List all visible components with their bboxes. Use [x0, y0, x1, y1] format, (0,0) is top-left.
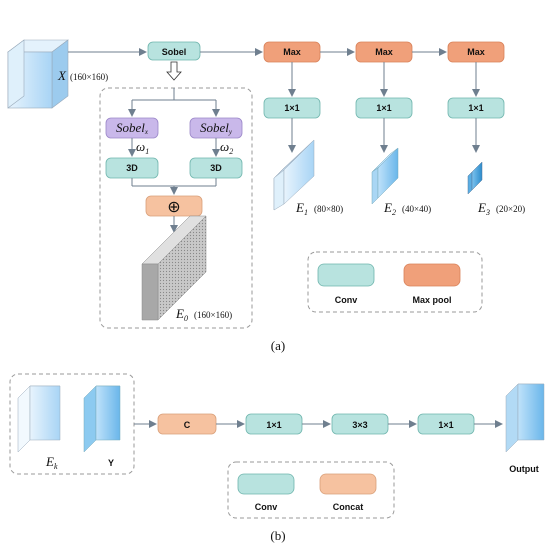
input-size: (160×160)	[70, 72, 108, 82]
legend-b-concat-label: Concat	[333, 502, 364, 512]
e3-label: E3	[477, 200, 490, 217]
plus-icon: ⊕	[167, 197, 180, 216]
e3-size: (20×20)	[496, 204, 525, 214]
sobel-module-container	[99, 87, 253, 329]
conv1x1-label-b1: 1×1	[266, 420, 281, 430]
input-label: X	[57, 68, 67, 83]
legend-conv-label: Conv	[335, 295, 358, 305]
sobel-x-label: Sobelx	[116, 120, 149, 136]
input-feature-map	[7, 39, 69, 109]
output-feature-map	[505, 383, 545, 453]
omega2-label: ω2	[220, 139, 233, 156]
e1-size: (80×80)	[314, 204, 343, 214]
legend-b	[227, 461, 395, 519]
sobel-y-label: Sobely	[200, 120, 233, 136]
conv3x3-label-b: 3×3	[352, 420, 367, 430]
e0-label: E0	[175, 306, 188, 323]
legend-maxpool-swatch	[403, 263, 461, 287]
ek-label: Ek	[45, 454, 58, 471]
output-label: Output	[509, 464, 539, 474]
conv1x1-label-1: 1×1	[284, 103, 299, 113]
e1-label: E1	[295, 200, 308, 217]
legend-b-conv-swatch	[237, 473, 295, 495]
sobel-label: Sobel	[162, 47, 187, 57]
e3-feature-map	[467, 161, 483, 195]
maxpool-label-2: Max	[375, 47, 393, 57]
y-label: Y	[108, 458, 114, 468]
e0-size: (160×160)	[194, 310, 232, 320]
legend-conv-swatch	[317, 263, 375, 287]
concat-label: C	[184, 420, 191, 430]
caption-a: (a)	[271, 338, 285, 353]
expand-arrow-icon	[166, 61, 182, 81]
e1-feature-map	[273, 139, 315, 211]
maxpool-label-3: Max	[467, 47, 485, 57]
legend-a	[307, 251, 483, 313]
maxpool-label-1: Max	[283, 47, 301, 57]
legend-b-conv-label: Conv	[255, 502, 278, 512]
sobel-box[interactable]	[147, 41, 201, 61]
conv3d-label-right: 3D	[210, 163, 222, 173]
legend-b-concat-swatch	[319, 473, 377, 495]
conv3d-label-left: 3D	[126, 163, 138, 173]
y-feature-map	[83, 385, 121, 453]
e0-feature-map	[141, 215, 207, 321]
legend-maxpool-label: Max pool	[412, 295, 451, 305]
conv1x1-label-b2: 1×1	[438, 420, 453, 430]
omega1-label: ω1	[136, 139, 149, 156]
conv1x1-label-2: 1×1	[376, 103, 391, 113]
e2-feature-map	[371, 147, 399, 205]
e2-label: E2	[383, 200, 396, 217]
conv1x1-label-3: 1×1	[468, 103, 483, 113]
ek-feature-map	[17, 385, 61, 453]
caption-b: (b)	[270, 528, 285, 543]
e2-size: (40×40)	[402, 204, 431, 214]
